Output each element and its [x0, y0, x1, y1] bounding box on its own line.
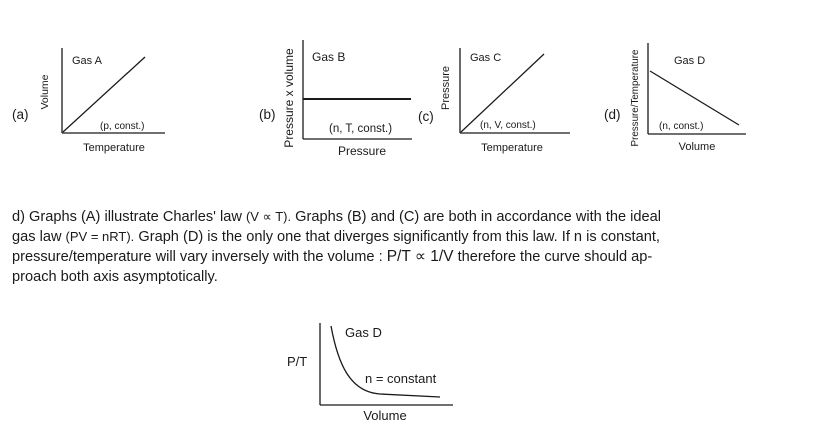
graph-c-note: (n, V, const.)	[480, 120, 536, 131]
charles-law-equation: (V ∝ T).	[245, 209, 292, 224]
graph-d-line	[649, 70, 740, 126]
answer-graph-xlabel: Volume	[363, 408, 406, 423]
graph-a-line	[62, 56, 146, 133]
graph-d-title: Gas D	[674, 55, 705, 67]
graph-a-title: Gas A	[72, 55, 103, 67]
line2-text-a: gas law	[12, 229, 66, 245]
graph-a-marker: (a)	[12, 107, 29, 122]
graph-c-marker: (c)	[418, 109, 434, 124]
graph-b-ylabel: Pressure x volume	[282, 48, 296, 148]
graph-b-marker: (b)	[259, 107, 276, 122]
answer-graph-curve	[330, 325, 441, 398]
graph-b-xlabel: Pressure	[338, 144, 386, 158]
line3-text-a: pressure/temperature will vary inversely…	[12, 249, 387, 265]
graph-d-note: (n, const.)	[659, 121, 703, 132]
line1-text-a: d) Graphs (A) illustrate Charles' law	[12, 209, 246, 225]
line2-text-b: Graph (D) is the only one that diverges …	[134, 229, 660, 245]
graph-b: (b) Pressure x volume Gas B (n, T, const…	[259, 40, 412, 158]
explanation-line-3: pressure/temperature will vary inversely…	[12, 247, 827, 267]
ideal-gas-equation: (PV = nRT).	[65, 229, 135, 244]
graph-c: (c) Pressure Gas C (n, V, const.) Temper…	[418, 48, 570, 154]
answer-graph: Gas D P/T n = constant Volume	[287, 323, 453, 423]
inverse-proportion-equation: P/T ∝ 1/V	[386, 248, 454, 265]
graph-d: (d) Pressure/Temperature Gas D (n, const…	[604, 43, 746, 153]
explanation-line-1: d) Graphs (A) illustrate Charles' law (V…	[12, 207, 827, 227]
graph-c-line	[460, 53, 545, 133]
graph-a-xlabel: Temperature	[83, 142, 145, 154]
graph-a: (a) Volume Gas A (p, const.) Temperature	[12, 48, 165, 154]
explanation-paragraph: d) Graphs (A) illustrate Charles' law (V…	[12, 207, 827, 287]
explanation-line-2: gas law (PV = nRT). Graph (D) is the onl…	[12, 227, 827, 247]
graph-d-ylabel: Pressure/Temperature	[630, 49, 641, 146]
graph-c-title: Gas C	[470, 52, 501, 64]
graph-b-note: (n, T, const.)	[329, 123, 392, 135]
graph-b-title: Gas B	[312, 50, 345, 64]
line1-text-b: Graphs (B) and (C) are both in accordanc…	[291, 209, 662, 225]
graph-a-note: (p, const.)	[100, 121, 144, 132]
answer-graph-title: Gas D	[345, 325, 382, 340]
explanation-line-4: proach both axis asymptotically.	[12, 269, 218, 285]
graph-a-ylabel: Volume	[39, 74, 51, 109]
answer-graph-note: n = constant	[365, 371, 437, 386]
line3-text-b: therefore the curve should ap-	[453, 249, 653, 265]
graph-d-marker: (d)	[604, 107, 621, 122]
graph-c-xlabel: Temperature	[481, 142, 543, 154]
answer-graph-ylabel: P/T	[287, 354, 307, 369]
graph-c-ylabel: Pressure	[440, 66, 452, 110]
graph-d-xlabel: Volume	[679, 141, 716, 153]
